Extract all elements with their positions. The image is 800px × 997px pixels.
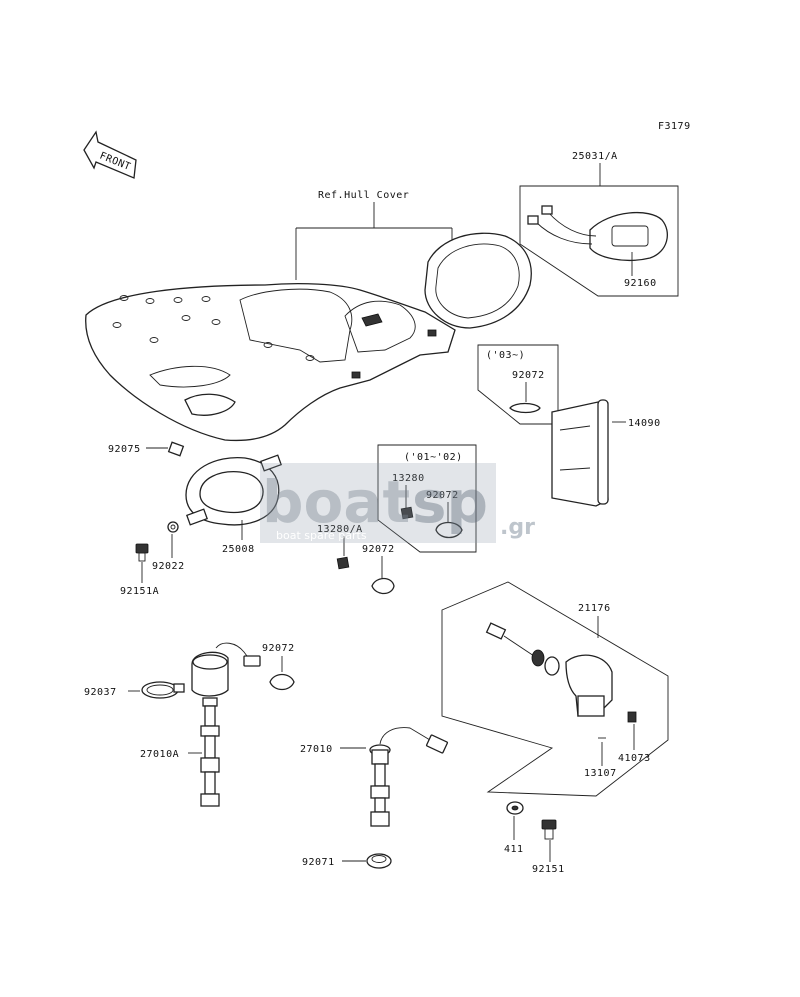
label-92037: 92037 <box>84 687 117 698</box>
part-27010 <box>369 727 449 827</box>
part-21176-switch <box>485 622 613 717</box>
watermark-suffix: .gr <box>500 515 535 540</box>
label-92072c: 92072 <box>362 544 395 555</box>
label-13107: 13107 <box>584 768 617 779</box>
watermark-logo: boat sp .gr boat spare parts <box>260 463 535 543</box>
label-13280: 13280 <box>392 473 425 484</box>
front-arrow-icon: FRONT <box>83 130 137 179</box>
label-03: ('03~) <box>486 350 525 361</box>
part-92022 <box>167 521 179 533</box>
watermark-text-b: sp <box>412 468 488 536</box>
meter-lens <box>424 232 532 329</box>
hull-cover <box>85 282 456 442</box>
box-25031A <box>519 185 679 297</box>
part-27010A <box>191 642 261 807</box>
clamp-92072a <box>509 402 541 414</box>
label-27010: 27010 <box>300 744 333 755</box>
label-41073: 41073 <box>618 753 651 764</box>
clamp-92072c <box>371 577 395 595</box>
part-92151 <box>541 819 557 840</box>
part-13280A <box>336 556 350 570</box>
label-25008: 25008 <box>222 544 255 555</box>
label-92160: 92160 <box>624 278 657 289</box>
label-92022: 92022 <box>152 561 185 572</box>
label-13280A: 13280/A <box>317 524 363 535</box>
box-03 <box>477 344 559 425</box>
label-92151: 92151 <box>532 864 565 875</box>
box-21176 <box>441 581 669 797</box>
label-25031A: 25031/A <box>572 151 618 162</box>
part-92075 <box>167 441 185 457</box>
ref-hull-cover-label: Ref.Hull Cover <box>318 190 409 201</box>
clamp-92072d <box>269 673 295 691</box>
label-92072b: 92072 <box>426 490 459 501</box>
part-92071 <box>366 853 392 869</box>
part-411 <box>506 801 524 815</box>
label-92075: 92075 <box>108 444 141 455</box>
label-27010A: 27010A <box>140 749 179 760</box>
part-92151A <box>135 543 149 562</box>
clamp-92037 <box>141 681 185 699</box>
clamp-92072b <box>435 521 463 539</box>
label-14090: 14090 <box>628 418 661 429</box>
label-92072a: 92072 <box>512 370 545 381</box>
label-92151A: 92151A <box>120 586 159 597</box>
part-41073 <box>627 711 637 723</box>
ref-hull-cover-bracket <box>295 202 453 280</box>
label-21176: 21176 <box>578 603 611 614</box>
part-25008 <box>185 454 283 526</box>
watermark-text-a: boat <box>262 468 410 536</box>
label-92072d: 92072 <box>262 643 295 654</box>
label-92071: 92071 <box>302 857 335 868</box>
label-411: 411 <box>504 844 524 855</box>
figure-code: F3179 <box>658 121 691 132</box>
box-0102 <box>377 444 477 553</box>
watermark-tagline: boat spare parts <box>276 529 367 542</box>
part-14090 <box>551 399 609 507</box>
meter-assembly <box>527 205 668 261</box>
part-13280 <box>400 506 414 520</box>
label-0102: ('01~'02) <box>404 452 463 463</box>
